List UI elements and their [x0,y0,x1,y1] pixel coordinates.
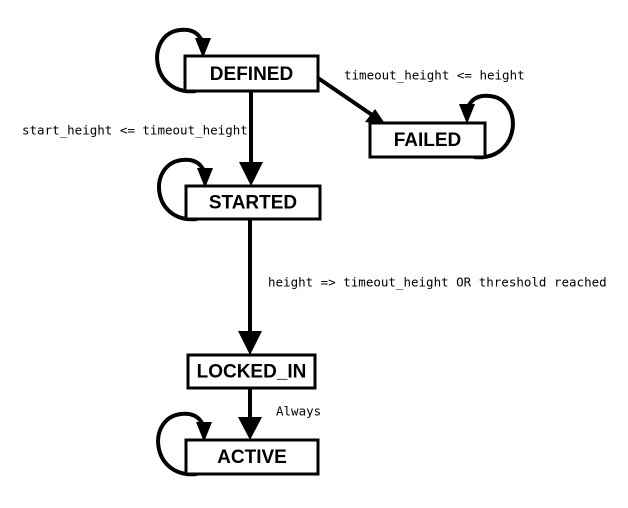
started-self-loop-arrowhead [197,168,213,188]
transition-failed-self[interactable] [459,93,515,160]
state-active-box [184,438,320,476]
transition-started-self[interactable] [157,157,213,222]
state-started[interactable]: STARTED [184,184,322,221]
state-defined[interactable]: DEFINED [183,54,320,93]
state-locked-in-box [186,353,317,390]
defined-to-started-label: start_height <= timeout_height [22,123,248,138]
state-defined-label: DEFINED [210,64,293,85]
state-started-label: STARTED [209,193,297,214]
defined-to-started-arrowhead [239,162,263,186]
active-self-loop-arrowhead [196,422,212,442]
defined-to-failed-path [316,76,380,121]
state-failed-box [368,121,487,159]
failed-self-loop-arrowhead [459,104,475,124]
locked-in-to-active-label: Always [276,404,321,419]
transition-started-to-locked-in[interactable]: height => timeout_height OR threshold re… [238,219,607,355]
transition-locked-in-to-active[interactable]: Always [238,388,321,440]
defined-to-failed-arrowhead [365,109,386,125]
state-failed-label: FAILED [394,130,462,151]
state-locked-in[interactable]: LOCKED_IN [186,353,317,390]
transition-active-self[interactable] [156,411,212,477]
state-active[interactable]: ACTIVE [184,438,320,476]
state-started-box [184,184,322,221]
state-locked-in-label: LOCKED_IN [197,362,307,383]
transition-defined-to-failed[interactable]: timeout_height <= height [316,68,525,126]
started-to-locked-in-label: height => timeout_height OR threshold re… [268,275,607,290]
state-active-label: ACTIVE [217,447,287,468]
locked-in-to-active-arrowhead [238,417,262,440]
state-defined-box [183,54,320,93]
state-failed[interactable]: FAILED [368,121,487,159]
transition-defined-to-started[interactable]: start_height <= timeout_height [22,91,263,186]
defined-to-failed-label: timeout_height <= height [344,68,525,83]
defined-self-loop-arrowhead [195,38,211,58]
transition-defined-self[interactable] [155,27,211,94]
started-to-locked-in-arrowhead [238,331,262,355]
